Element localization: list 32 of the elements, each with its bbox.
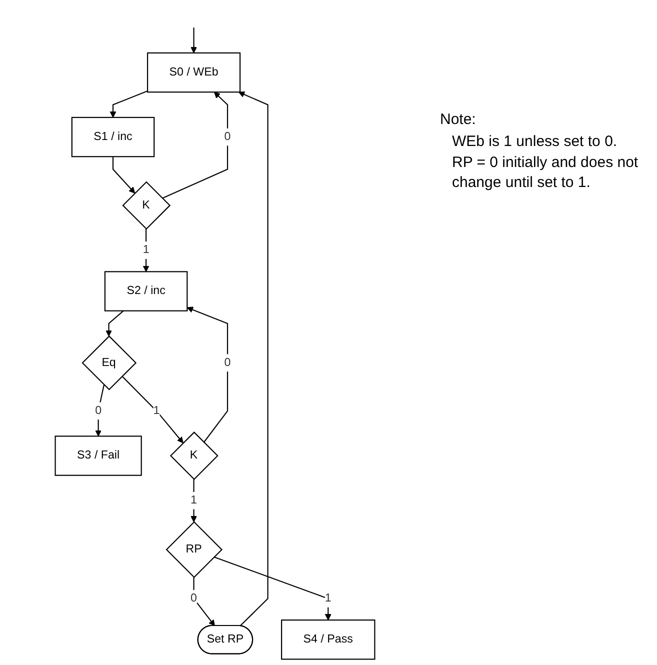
note-heading: Note: xyxy=(440,110,477,130)
node-box: S2 / inc xyxy=(104,271,188,312)
edge-label: 1 xyxy=(142,244,150,256)
note-text: RP = 0 initially and does not change until set to 1. xyxy=(451,153,640,192)
arrow xyxy=(193,577,216,626)
arrow xyxy=(238,91,268,626)
node-box: S3 / Fail xyxy=(54,436,142,476)
edge-label: 0 xyxy=(95,404,102,417)
arrow xyxy=(186,306,228,443)
arrow xyxy=(112,156,136,194)
edge-label: 0 xyxy=(224,356,231,369)
arrow xyxy=(122,376,184,444)
node-diamond: K xyxy=(122,181,171,230)
node-box: S1 / inc xyxy=(71,116,155,158)
edge-label: 1 xyxy=(324,592,332,604)
edge-label: 1 xyxy=(190,494,198,506)
arrow xyxy=(162,92,228,199)
arrow xyxy=(95,384,105,436)
node-diamond: Eq xyxy=(82,335,137,390)
node-diamond: RP xyxy=(166,521,223,578)
arrow xyxy=(214,556,332,620)
node-diamond: K xyxy=(170,432,218,480)
node-box: S0 / WEb xyxy=(147,52,241,93)
arrow xyxy=(190,28,197,54)
node-box: S4 / Pass xyxy=(281,620,376,660)
arrow xyxy=(142,228,150,272)
arrow xyxy=(106,310,124,336)
edge-label: 0 xyxy=(190,592,198,604)
note-text: WEb is 1 unless set to 0. xyxy=(451,132,618,151)
edge-label: 1 xyxy=(153,404,160,417)
arrow xyxy=(110,90,148,118)
edge-label: 0 xyxy=(224,130,231,143)
